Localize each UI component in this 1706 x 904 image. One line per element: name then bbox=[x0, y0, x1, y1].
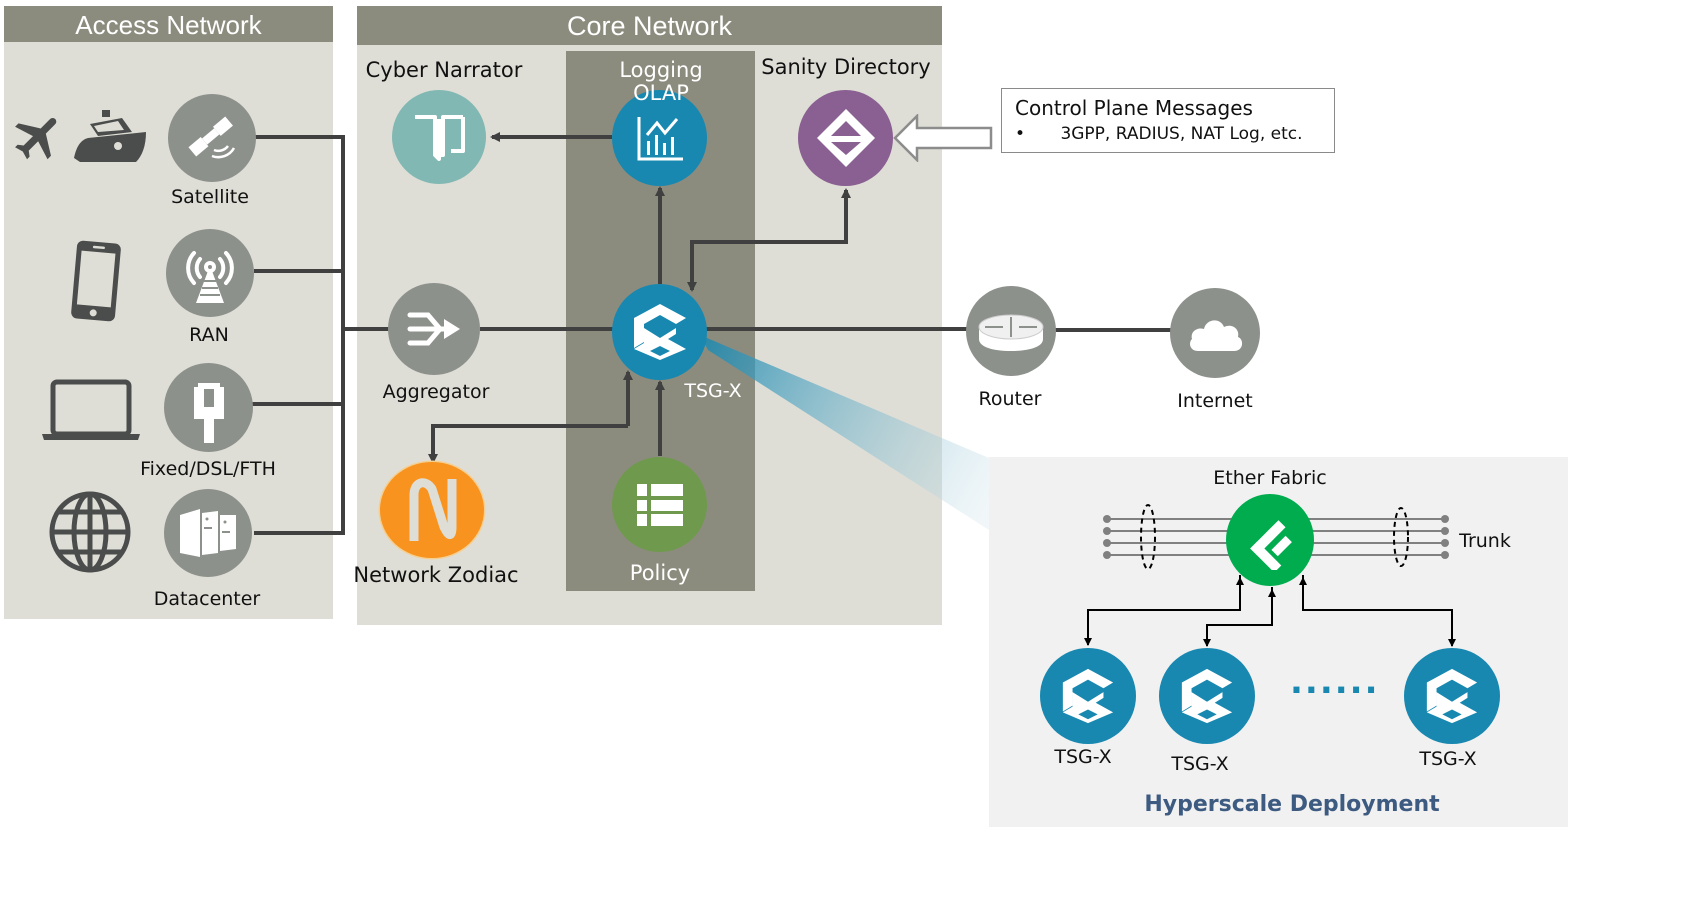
ether-fabric-label: Ether Fabric bbox=[1213, 467, 1327, 489]
list-icon bbox=[636, 483, 683, 526]
server-rack-icon bbox=[180, 509, 236, 557]
sanity-directory-label: Sanity Directory bbox=[761, 55, 931, 79]
control-plane-title: Control Plane Messages bbox=[1015, 96, 1253, 120]
policy-label: Policy bbox=[629, 561, 691, 585]
internet-label: Internet bbox=[1177, 390, 1253, 412]
policy-node[interactable] bbox=[612, 457, 707, 552]
fixed-node[interactable] bbox=[164, 363, 253, 452]
ether-fabric-node[interactable] bbox=[1226, 494, 1314, 586]
tsg-x-node[interactable] bbox=[612, 284, 707, 380]
satellite-label: Satellite bbox=[171, 186, 249, 208]
merge-arrow-icon bbox=[407, 312, 460, 346]
router-icon bbox=[978, 314, 1044, 351]
cube-icon bbox=[1181, 668, 1233, 724]
hyperscale-tsg-node-1[interactable] bbox=[1040, 648, 1136, 744]
datacenter-node[interactable] bbox=[164, 489, 252, 577]
access-network-title: Access Network bbox=[4, 6, 333, 42]
aggregator-label: Aggregator bbox=[382, 381, 490, 403]
hyperscale-tsg-node-2[interactable] bbox=[1159, 648, 1255, 744]
control-plane-bullet: • 3GPP, RADIUS, NAT Log, etc. bbox=[1015, 124, 1303, 144]
router-node[interactable] bbox=[966, 286, 1056, 376]
trunk-label: Trunk bbox=[1459, 530, 1511, 552]
ellipsis-dots: ...... bbox=[1290, 662, 1380, 702]
cube-icon bbox=[1062, 668, 1114, 724]
hyperscale-tsg-label-2: TSG-X bbox=[1171, 753, 1229, 775]
cube-icon bbox=[633, 304, 686, 360]
logging-label-line2: OLAP bbox=[633, 81, 689, 105]
globe-icon bbox=[49, 491, 131, 573]
network-zodiac-node[interactable] bbox=[380, 462, 484, 558]
router-label: Router bbox=[978, 388, 1042, 410]
ship-icon bbox=[74, 110, 146, 162]
laptop-icon bbox=[42, 379, 140, 440]
ran-label: RAN bbox=[189, 324, 229, 346]
airplane-icon bbox=[15, 117, 57, 160]
bullet-dot-icon: • bbox=[1015, 124, 1026, 144]
fixed-label: Fixed/DSL/FTH bbox=[140, 458, 276, 480]
cube-icon bbox=[1426, 668, 1478, 724]
ether-fabric-icon bbox=[1250, 520, 1292, 570]
aggregator-node[interactable] bbox=[388, 283, 480, 375]
logging-olap-node[interactable] bbox=[612, 90, 707, 186]
internet-node[interactable] bbox=[1170, 288, 1260, 378]
hyperscale-title: Hyperscale Deployment bbox=[1144, 792, 1440, 817]
radio-tower-icon bbox=[186, 251, 234, 303]
cyber-narrator-label: Cyber Narrator bbox=[365, 58, 523, 82]
cloud-icon bbox=[1190, 320, 1243, 351]
hyperscale-tsg-label-1: TSG-X bbox=[1054, 746, 1112, 768]
open-book-icon bbox=[415, 115, 465, 161]
smartphone-icon bbox=[71, 240, 121, 322]
hyperscale-tsg-label-3: TSG-X bbox=[1419, 748, 1477, 770]
hyperscale-tsg-node-3[interactable] bbox=[1404, 648, 1500, 744]
sanity-directory-node[interactable] bbox=[798, 90, 893, 186]
tsg-x-label: TSG-X bbox=[684, 380, 742, 402]
control-plane-arrow-icon bbox=[893, 114, 993, 162]
control-plane-bullet-text: 3GPP, RADIUS, NAT Log, etc. bbox=[1060, 124, 1303, 144]
satellite-node[interactable] bbox=[168, 94, 256, 182]
cyber-narrator-node[interactable] bbox=[392, 90, 486, 184]
control-plane-box: Control Plane Messages • 3GPP, RADIUS, N… bbox=[1001, 88, 1335, 153]
core-network-title: Core Network bbox=[357, 6, 942, 45]
ethernet-plug-icon bbox=[193, 382, 224, 443]
satellite-icon bbox=[188, 116, 236, 159]
letter-n-icon bbox=[409, 478, 457, 541]
datacenter-label: Datacenter bbox=[153, 588, 261, 610]
logging-label-line1: Logging bbox=[619, 58, 703, 82]
ran-node[interactable] bbox=[166, 229, 254, 317]
diamond-icon bbox=[816, 109, 875, 167]
network-zodiac-label: Network Zodiac bbox=[353, 563, 519, 587]
bar-chart-icon bbox=[637, 117, 683, 161]
